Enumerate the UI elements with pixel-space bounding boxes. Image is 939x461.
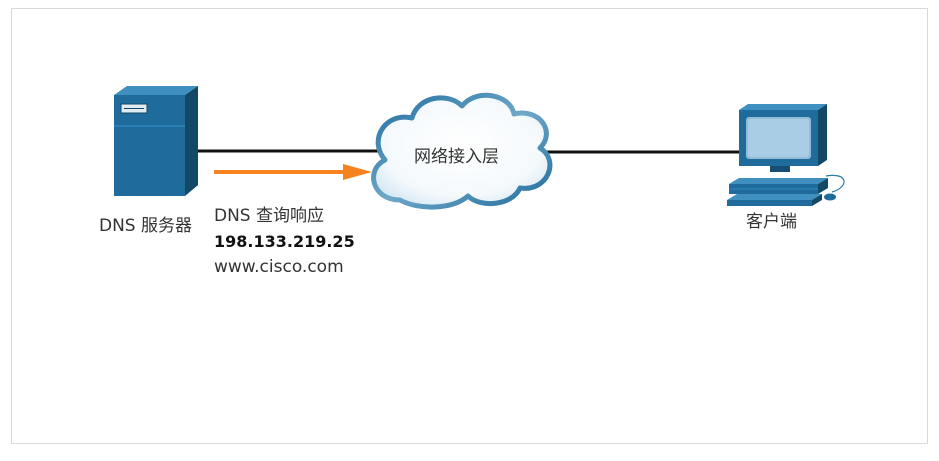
cloud-label: 网络接入层 [414,147,499,167]
client-label: 客户端 [746,212,797,232]
dns-response-ip: 198.133.219.25 [214,232,355,251]
dns-response-title: DNS 查询响应 [214,206,325,226]
desktop-computer-icon [727,104,845,206]
dns-response-arrow [214,164,372,180]
server-label: DNS 服务器 [99,216,193,236]
server-tower-icon [114,86,198,196]
diagram-frame [11,8,928,444]
dns-response-domain: www.cisco.com [214,257,344,277]
cloud-icon [371,92,553,210]
